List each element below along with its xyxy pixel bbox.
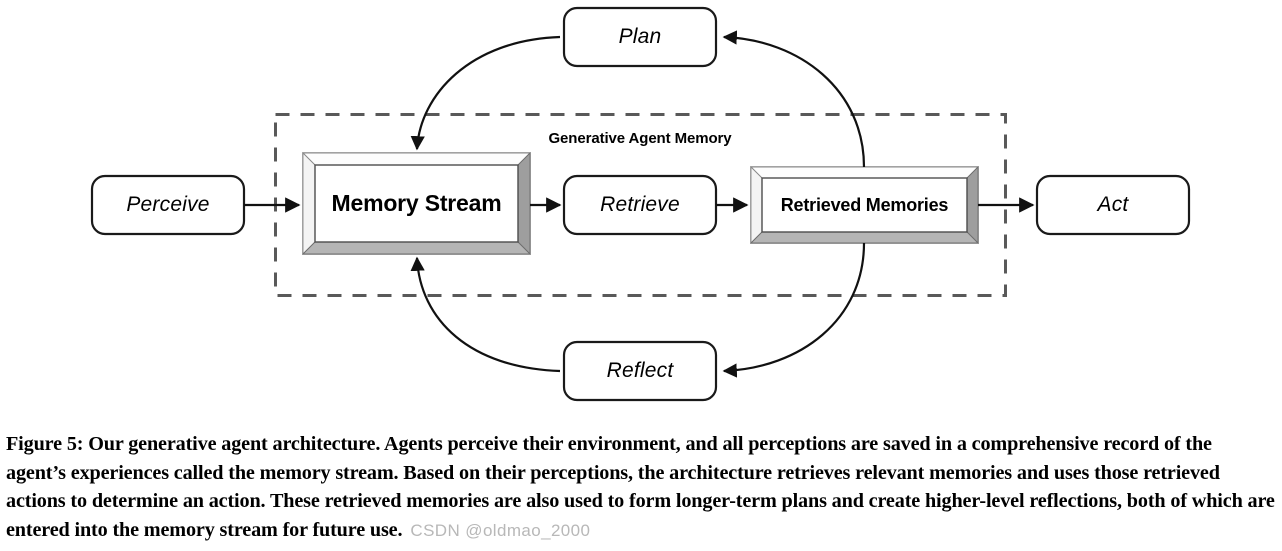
csdn-watermark: CSDN @oldmao_2000 xyxy=(410,520,591,540)
node-act-shape xyxy=(1035,174,1191,236)
arrow-reflect-to-memory-stream xyxy=(410,256,561,373)
node-plan-shape xyxy=(562,6,718,68)
node-reflect-shape xyxy=(562,340,718,402)
figure-caption-text: Figure 5: Our generative agent architect… xyxy=(6,433,1275,541)
architecture-diagram: Generative Agent Memory Perceive Plan Me… xyxy=(90,6,1191,402)
arrow-retrieved-memories-to-reflect xyxy=(722,242,866,378)
node-retrieve-shape xyxy=(562,174,718,236)
node-retrieved-memories-shape xyxy=(749,165,980,245)
figure-caption: Figure 5: Our generative agent architect… xyxy=(6,430,1276,545)
arrow-retrieved-memories-to-plan xyxy=(722,30,866,168)
generative-agent-memory-title: Generative Agent Memory xyxy=(548,130,732,147)
node-memory-stream-shape xyxy=(301,151,532,256)
node-perceive-shape xyxy=(90,174,246,236)
arrow-plan-to-memory-stream xyxy=(410,35,561,151)
